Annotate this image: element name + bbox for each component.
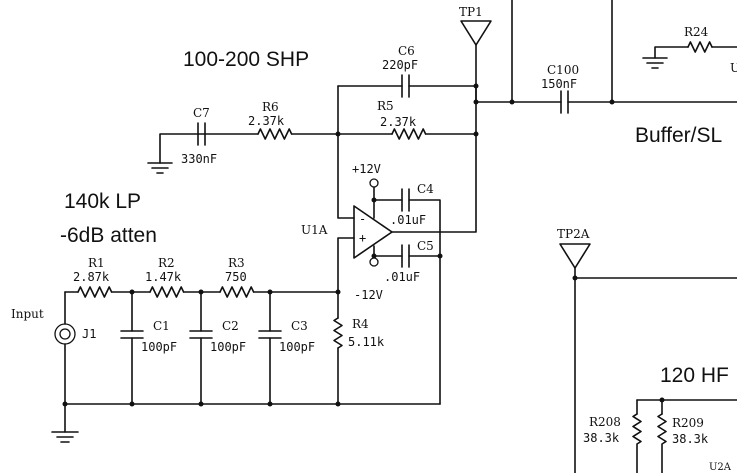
r2-value: 1.47k [145, 270, 182, 284]
resistor-r209 [657, 413, 667, 473]
u1a-ref: U1A [301, 223, 328, 237]
c4-value: .01uF [390, 213, 426, 227]
c7-ref: C7 [193, 106, 210, 120]
heading-buffer: Buffer/SL [635, 124, 722, 147]
heading-hp120: 120 HF [660, 364, 729, 387]
c100-value: 150nF [541, 77, 577, 91]
r209-value: 38.3k [672, 432, 709, 446]
r5-ref: R5 [377, 99, 394, 113]
opamp-plus-sign: + [359, 231, 366, 245]
r1-ref: R1 [88, 256, 105, 270]
tp1-label: TP1 [459, 5, 483, 19]
wire [337, 237, 355, 293]
c5-ref: C5 [417, 239, 434, 253]
resistor-r4 [333, 317, 343, 349]
wire [654, 46, 689, 59]
input-jack-j1 [54, 323, 76, 345]
c2-value: 100pF [210, 340, 246, 354]
c3-value: 100pF [279, 340, 315, 354]
capacitor-c3 [258, 330, 282, 339]
resistor-r3 [219, 286, 255, 298]
capacitor-c1 [120, 330, 144, 339]
resistor-r5 [391, 128, 427, 140]
c5-value: .01uF [384, 270, 420, 284]
heading-shp: 100-200 SHP [183, 48, 309, 71]
c6-ref: C6 [398, 44, 415, 58]
resistor-r208 [632, 413, 642, 473]
r4-value: 5.11k [348, 335, 385, 349]
wire [337, 133, 355, 219]
cut-off-label-u2a: U2A [709, 462, 732, 473]
r6-ref: R6 [262, 100, 279, 114]
junction-dots [62, 83, 665, 407]
r208-ref: R208 [589, 415, 621, 429]
ground-symbol [147, 162, 173, 174]
capacitor-c5 [401, 244, 410, 268]
r3-value: 750 [225, 270, 247, 284]
supply-pos: +12V [352, 162, 381, 176]
c1-value: 100pF [141, 340, 177, 354]
heading-atten: -6dB atten [60, 224, 157, 247]
r6-value: 2.37k [248, 114, 285, 128]
supply-pos-terminal [369, 178, 379, 188]
r24-ref: R24 [684, 25, 709, 39]
tp2a-label: TP2A [557, 227, 590, 241]
capacitor-c2 [189, 330, 213, 339]
c2-ref: C2 [222, 319, 239, 333]
r3-ref: R3 [228, 256, 245, 270]
test-point-tp1 [460, 20, 492, 46]
c4-ref: C4 [417, 182, 434, 196]
input-label: Input [11, 307, 44, 321]
c6-value: 220pF [382, 58, 418, 72]
ground-symbol [642, 57, 668, 69]
c100-ref: C100 [547, 63, 579, 77]
supply-neg-terminal [369, 257, 379, 267]
resistor-r6 [257, 128, 293, 140]
r208-value: 38.3k [583, 431, 620, 445]
wire [373, 199, 441, 405]
r1-value: 2.87k [73, 270, 110, 284]
resistor-r24 [687, 41, 713, 53]
wire [159, 133, 199, 164]
r5-value: 2.37k [380, 115, 417, 129]
c1-ref: C1 [153, 319, 170, 333]
ground-symbol [51, 431, 79, 443]
r2-ref: R2 [158, 256, 175, 270]
j1-ref: J1 [82, 327, 96, 341]
wire [391, 85, 477, 233]
capacitor-c100 [560, 90, 569, 114]
c7-value: 330nF [181, 152, 217, 166]
supply-neg: -12V [354, 288, 383, 302]
opamp-minus-sign: - [359, 212, 366, 226]
cut-off-text: U [730, 61, 737, 75]
heading-lp: 140k LP [64, 190, 141, 213]
test-point-tp2a [559, 243, 591, 269]
c3-ref: C3 [291, 319, 308, 333]
opamp-u1a [353, 205, 393, 259]
capacitor-c4 [401, 188, 410, 212]
r209-ref: R209 [672, 416, 704, 430]
capacitor-c6 [401, 74, 410, 98]
r4-ref: R4 [352, 317, 369, 331]
resistor-r2 [149, 286, 185, 298]
resistor-r1 [77, 286, 113, 298]
